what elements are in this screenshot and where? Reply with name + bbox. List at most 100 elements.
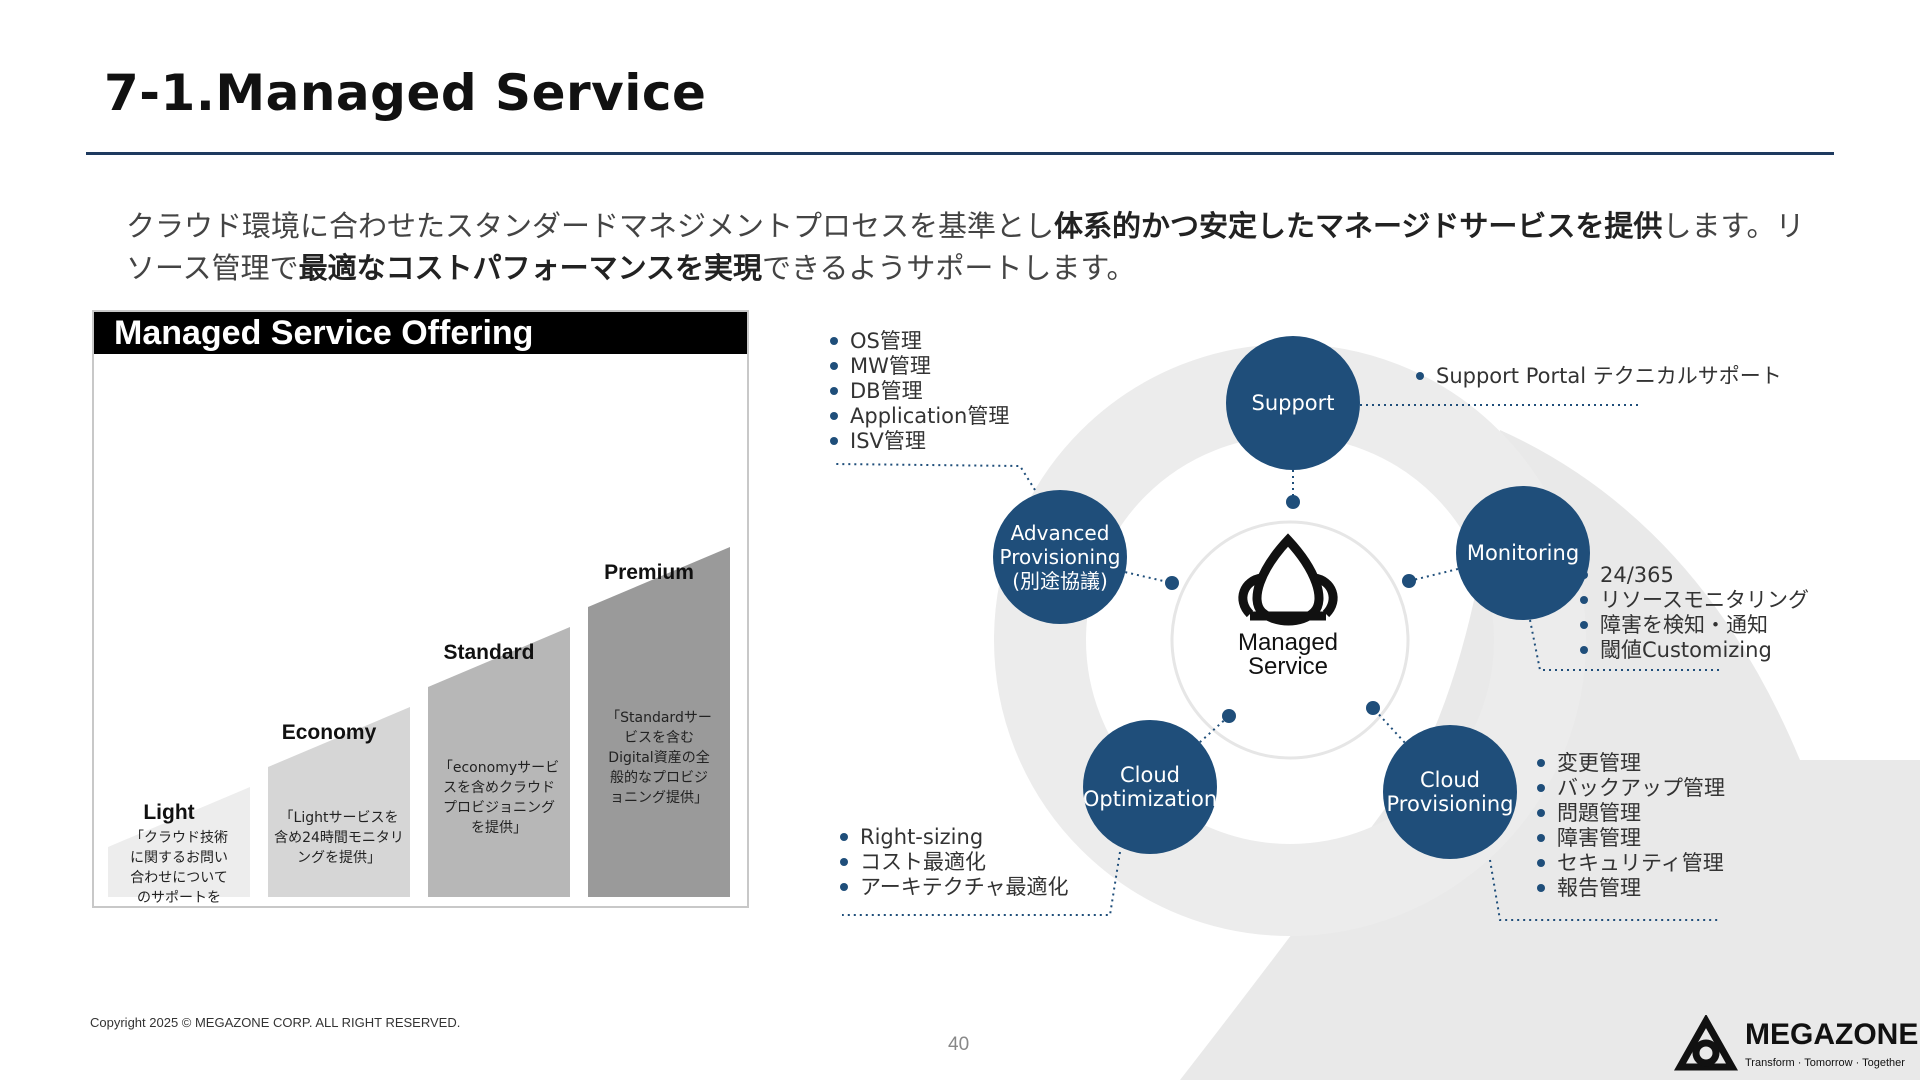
bullet-icon (1537, 884, 1545, 892)
offering-panel: Light「クラウド技術に関するお問い合わせについてのサポートを提供」Econo… (92, 310, 749, 908)
bullet-text: OS管理 (850, 329, 922, 353)
tier-desc-line: スを含めクラウド (443, 780, 555, 796)
center-label: Service (1248, 653, 1328, 680)
tier-desc-line: ョニング提供」 (610, 790, 708, 806)
node-label: Provisioning (1387, 792, 1514, 816)
leader-advanced-provisioning (835, 463, 1036, 491)
center-label: Managed (1238, 629, 1338, 656)
bullet-text: セキュリティ管理 (1557, 851, 1724, 875)
tier-desc-line: 「Standardサー (606, 710, 712, 726)
intro-segment: します。リソース管理で (126, 209, 1805, 285)
bullet-text: 変更管理 (1557, 751, 1641, 775)
tier-bar-light (108, 787, 250, 897)
node-label: Optimization (1083, 787, 1217, 811)
offering-chart: Light「クラウド技術に関するお問い合わせについてのサポートを提供」Econo… (108, 547, 730, 906)
bullet-text: Support Portal テクニカルサポート (1436, 364, 1782, 388)
bullet-text: 障害管理 (1557, 826, 1641, 850)
node-cloud-optimization (1083, 720, 1217, 854)
tier-bar-standard (428, 627, 570, 897)
tier-label-premium: Premium (604, 561, 694, 584)
tier-label-standard: Standard (443, 641, 534, 664)
bullet-text: 問題管理 (1557, 801, 1641, 825)
connector-advanced-provisioning (1125, 571, 1173, 584)
bullet-text: リソースモニタリング (1600, 588, 1809, 612)
tier-desc-line: 含め24時間モニタリ (274, 830, 404, 846)
node-advanced-provisioning (993, 490, 1127, 624)
bullet-text: 報告管理 (1557, 876, 1641, 900)
intro-segment: クラウド環境に合わせたスタンダードマネジメントプロセスを基準とし (126, 209, 1055, 243)
node-label: Support (1251, 391, 1334, 415)
tier-label-economy: Economy (282, 721, 377, 744)
node-cloud-provisioning (1383, 725, 1517, 859)
bullet-icon (830, 362, 838, 370)
center-ring (1170, 520, 1410, 760)
connector-dot (1366, 701, 1380, 715)
bullet-text: 障害を検知・通知 (1600, 613, 1768, 637)
bullet-icon (840, 833, 848, 841)
bullet-icon (840, 858, 848, 866)
page-number: 40 (948, 1034, 970, 1055)
tier-desc-line: 「クラウド技術 (130, 830, 228, 846)
tier-desc-line: 「Lightサービスを (280, 810, 399, 826)
bullet-icon (830, 337, 838, 345)
bullet-icon (830, 437, 838, 445)
tier-desc-line: 「economyサービ (439, 760, 559, 776)
intro-segment: できるようサポートします。 (761, 251, 1136, 285)
page-title: 7-1.Managed Service (104, 64, 707, 122)
bullet-icon (1580, 646, 1588, 654)
connector-dot (1165, 576, 1179, 590)
connector-dot (1402, 574, 1416, 588)
bullet-icon (830, 387, 838, 395)
bullet-icon (1537, 784, 1545, 792)
tier-bar-economy (268, 707, 410, 897)
bullet-icon (1537, 859, 1545, 867)
bullet-text: 閾値Customizing (1600, 638, 1772, 662)
tier-bar-premium (588, 547, 730, 897)
tier-desc-line: のサポートを (137, 890, 221, 906)
bullet-icon (1537, 759, 1545, 767)
logo-wordmark: MEGAZONE (1745, 1018, 1919, 1051)
tier-desc-line: ングを提供」 (297, 850, 381, 866)
megazone-logo-icon (1674, 1015, 1738, 1071)
node-label: Monitoring (1467, 541, 1579, 565)
connector-dot (1286, 495, 1300, 509)
bullet-text: バックアップ管理 (1557, 776, 1725, 800)
copyright: Copyright 2025 © MEGAZONE CORP. ALL RIGH… (90, 1015, 461, 1030)
bullet-text: コスト最適化 (860, 850, 986, 874)
logo-tagline: Transform · Tomorrow · Together (1745, 1057, 1905, 1069)
leader-cloud-provisioning (1489, 859, 1720, 921)
title-divider (86, 152, 1834, 155)
node-label: Cloud (1120, 763, 1180, 787)
bullet-icon (1537, 834, 1545, 842)
node-label: Advanced (1011, 521, 1110, 545)
bullet-icon (1580, 571, 1588, 579)
connector-cloud-optimization (1199, 715, 1230, 743)
intro-text: クラウド環境に合わせたスタンダードマネジメントプロセスを基準とし体系的かつ安定し… (126, 205, 1806, 289)
bullet-icon (840, 883, 848, 891)
bullet-text: 24/365 (1600, 563, 1674, 587)
tier-desc-line: 般的なプロビジ (610, 770, 708, 786)
node-label: Provisioning (1000, 545, 1121, 569)
offering-header: Managed Service Offering (94, 312, 747, 354)
connector-monitoring (1408, 568, 1459, 582)
bullet-icon (1416, 372, 1424, 380)
node-monitoring (1456, 486, 1590, 620)
node-label: (別途協議) (1012, 569, 1108, 593)
tier-desc-line: プロビジョニング (443, 800, 555, 816)
tier-desc-line: 合わせについて (130, 870, 228, 886)
bullet-icon (1537, 809, 1545, 817)
tier-label-light: Light (143, 801, 194, 824)
bullet-text: MW管理 (850, 354, 931, 378)
node-support (1226, 336, 1360, 470)
bullet-text: DB管理 (850, 379, 923, 403)
intro-segment-bold: 最適なコストパフォーマンスを実現 (298, 251, 762, 285)
intro-segment-bold: 体系的かつ安定したマネージドサービスを提供 (1054, 209, 1663, 243)
managed-service-icon (1238, 533, 1338, 626)
bullet-text: アーキテクチャ最適化 (860, 875, 1069, 899)
connector-cloud-provisioning (1372, 707, 1406, 744)
tier-desc-line: に関するお問い (130, 850, 228, 866)
tier-desc-line: ビスを含む (624, 730, 694, 746)
bullet-text: ISV管理 (850, 429, 926, 453)
tier-desc-line: を提供」 (471, 820, 527, 836)
